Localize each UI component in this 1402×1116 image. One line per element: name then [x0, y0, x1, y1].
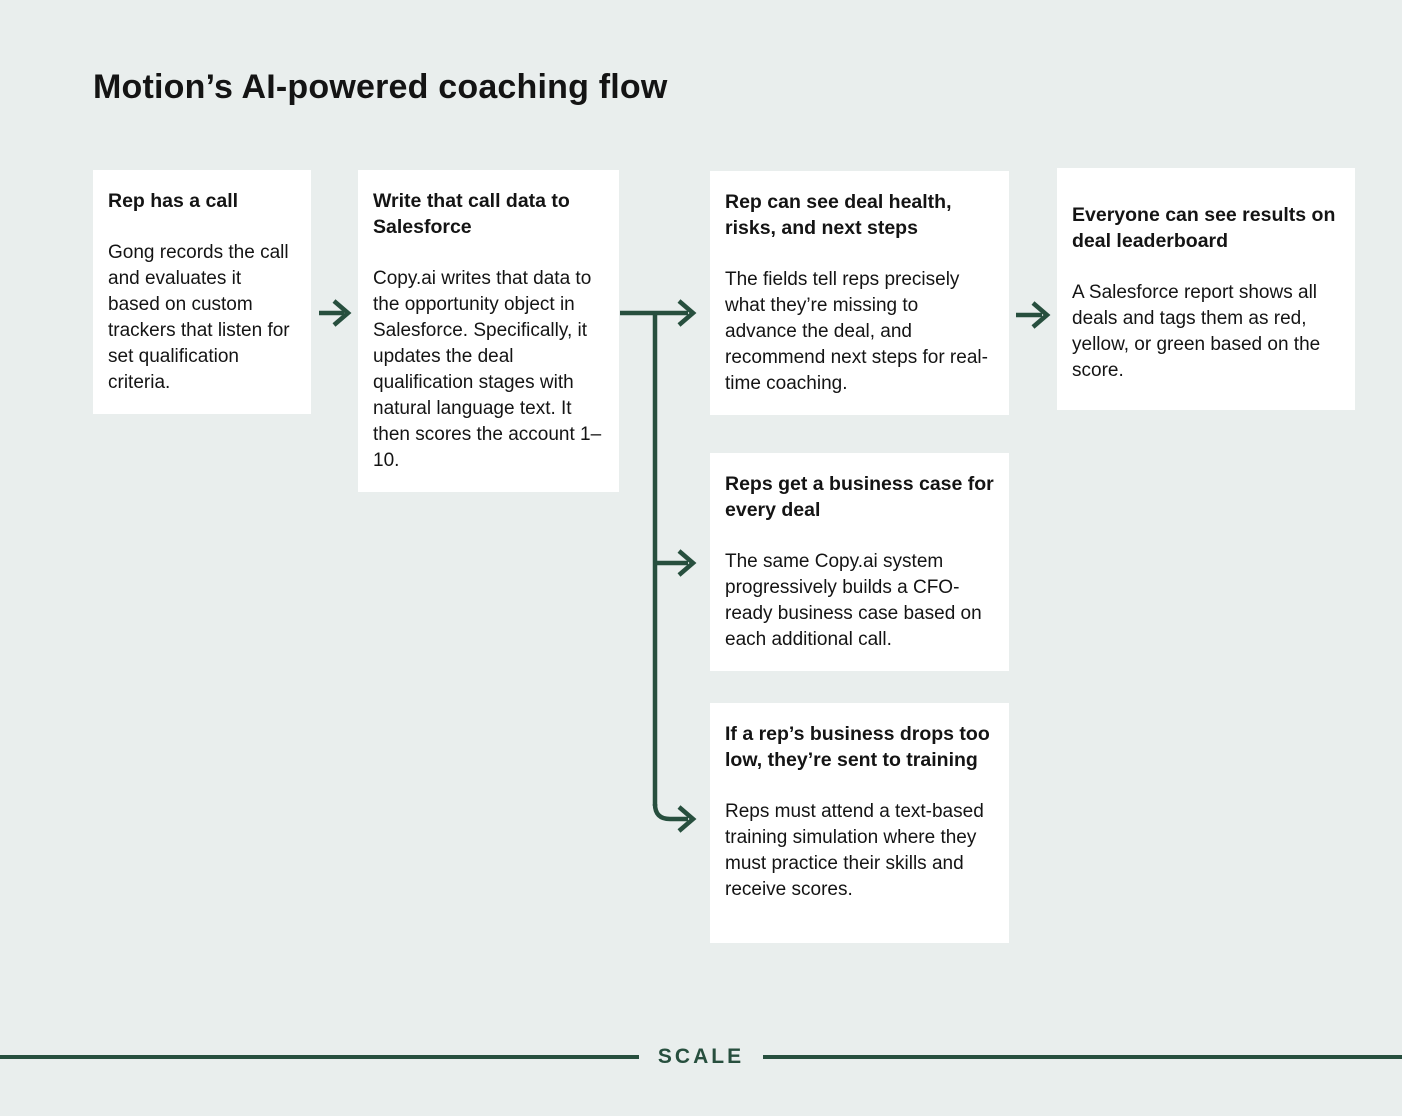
step-body: The same Copy.ai system progressively bu…	[725, 551, 982, 650]
page-title: Motion’s AI-powered coaching flow	[93, 68, 668, 106]
footer-divider-left	[0, 1055, 639, 1059]
flow-step-card-business-case: Reps get a business case for every deal …	[710, 453, 1009, 671]
footer-divider-right	[763, 1055, 1402, 1059]
step-body: Reps must attend a text-based training s…	[725, 801, 984, 900]
flow-step-card-rep-has-call: Rep has a call Gong records the call and…	[93, 170, 311, 414]
flow-step-card-deal-leaderboard: Everyone can see results on deal leaderb…	[1057, 168, 1355, 410]
step-body: Gong records the call and evaluates it b…	[108, 242, 290, 393]
flow-step-card-write-call-data: Write that call data to Salesforce Copy.…	[358, 170, 619, 492]
step-body: Copy.ai writes that data to the opportun…	[373, 268, 602, 471]
step-heading: Write that call data to Salesforce	[373, 190, 570, 238]
step-heading: Rep has a call	[108, 190, 239, 212]
step-body: The fields tell reps precisely what they…	[725, 269, 988, 394]
arrow-step3-to-step4-icon	[1016, 301, 1051, 329]
footer: SCALE	[0, 1043, 1402, 1071]
step-heading: Everyone can see results on deal leaderb…	[1072, 204, 1336, 252]
arrow-branch-to-step5-icon	[655, 549, 697, 577]
flow-step-card-training: If a rep’s business drops too low, they’…	[710, 703, 1009, 943]
arrow-step2-to-step3-icon	[620, 299, 697, 327]
scale-logo: SCALE	[657, 1045, 745, 1068]
step-heading: Reps get a business case for every deal	[725, 473, 994, 521]
step-body: A Salesforce report shows all deals and …	[1072, 282, 1321, 381]
arrow-branch-to-step6-icon	[652, 803, 697, 833]
step-heading: If a rep’s business drops too low, they’…	[725, 723, 990, 771]
arrow-step1-to-step2-icon	[319, 299, 352, 327]
flow-step-card-deal-health: Rep can see deal health, risks, and next…	[710, 171, 1009, 415]
step-heading: Rep can see deal health, risks, and next…	[725, 191, 952, 239]
